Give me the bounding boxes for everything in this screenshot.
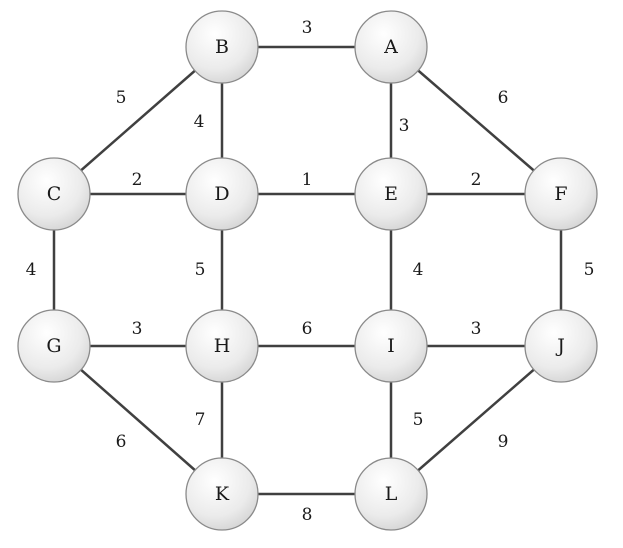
- node-circle-j: [524, 309, 598, 383]
- node-label-j: J: [555, 335, 565, 357]
- weight-label-e-i: 4: [413, 260, 424, 280]
- node-label-e: E: [384, 183, 398, 205]
- node-circle-a: [354, 10, 428, 84]
- weight-label-g-k: 6: [116, 432, 127, 452]
- node-d: D: [185, 157, 259, 231]
- node-circle-d: [185, 157, 259, 231]
- node-circle-c: [17, 157, 91, 231]
- weight-label-j-l: 9: [498, 432, 509, 452]
- edge-a-f: [390, 46, 562, 195]
- node-e: E: [354, 157, 428, 231]
- weight-label-c-g: 4: [26, 260, 37, 280]
- edge-weights-layer: 3 5 4 3 6 2 1 2 4 5 4 5 3 6 3 6 7 5 9 8: [26, 18, 595, 525]
- node-label-d: D: [214, 183, 229, 205]
- node-label-k: K: [215, 483, 230, 505]
- edge-b-c: [53, 46, 223, 195]
- node-label-b: B: [215, 36, 229, 58]
- weight-label-b-d: 4: [194, 112, 205, 132]
- edge-j-l: [390, 345, 562, 495]
- node-c: C: [17, 157, 91, 231]
- weight-label-c-d: 2: [132, 170, 143, 190]
- edge-g-k: [53, 345, 223, 495]
- node-a: A: [354, 10, 428, 84]
- weight-label-e-f: 2: [471, 170, 482, 190]
- node-label-h: H: [214, 335, 231, 357]
- node-label-a: A: [383, 36, 398, 58]
- node-circle-f: [524, 157, 598, 231]
- nodes-layer: B A C D E F G H I J K L: [17, 10, 598, 531]
- node-i: I: [354, 309, 428, 383]
- node-j: J: [524, 309, 598, 383]
- node-l: L: [354, 457, 428, 531]
- node-g: G: [17, 309, 91, 383]
- node-label-c: C: [47, 183, 62, 205]
- edges-layer: [52, 45, 563, 496]
- node-f: F: [524, 157, 598, 231]
- node-h: H: [185, 309, 259, 383]
- weight-label-k-l: 8: [302, 505, 313, 525]
- node-b: B: [185, 10, 259, 84]
- node-label-g: G: [46, 335, 61, 357]
- weight-label-f-j: 5: [584, 260, 595, 280]
- node-circle-l: [354, 457, 428, 531]
- weight-label-g-h: 3: [132, 319, 143, 339]
- node-label-l: L: [385, 483, 398, 505]
- node-circle-h: [185, 309, 259, 383]
- weight-label-i-j: 3: [471, 319, 482, 339]
- weight-label-d-h: 5: [195, 260, 206, 280]
- node-label-i: I: [387, 335, 395, 357]
- node-circle-k: [185, 457, 259, 531]
- weight-label-a-f: 6: [498, 88, 509, 108]
- weight-label-b-c: 5: [116, 88, 127, 108]
- weight-label-d-e: 1: [302, 170, 313, 190]
- weight-label-a-e: 3: [399, 116, 410, 136]
- node-label-f: F: [554, 183, 567, 205]
- node-circle-e: [354, 157, 428, 231]
- weight-label-b-a: 3: [302, 18, 313, 38]
- node-circle-i: [354, 309, 428, 383]
- node-circle-b: [185, 10, 259, 84]
- node-k: K: [185, 457, 259, 531]
- weight-label-h-i: 6: [302, 319, 313, 339]
- weight-label-h-k: 7: [195, 410, 206, 430]
- node-circle-g: [17, 309, 91, 383]
- weight-label-i-l: 5: [413, 410, 424, 430]
